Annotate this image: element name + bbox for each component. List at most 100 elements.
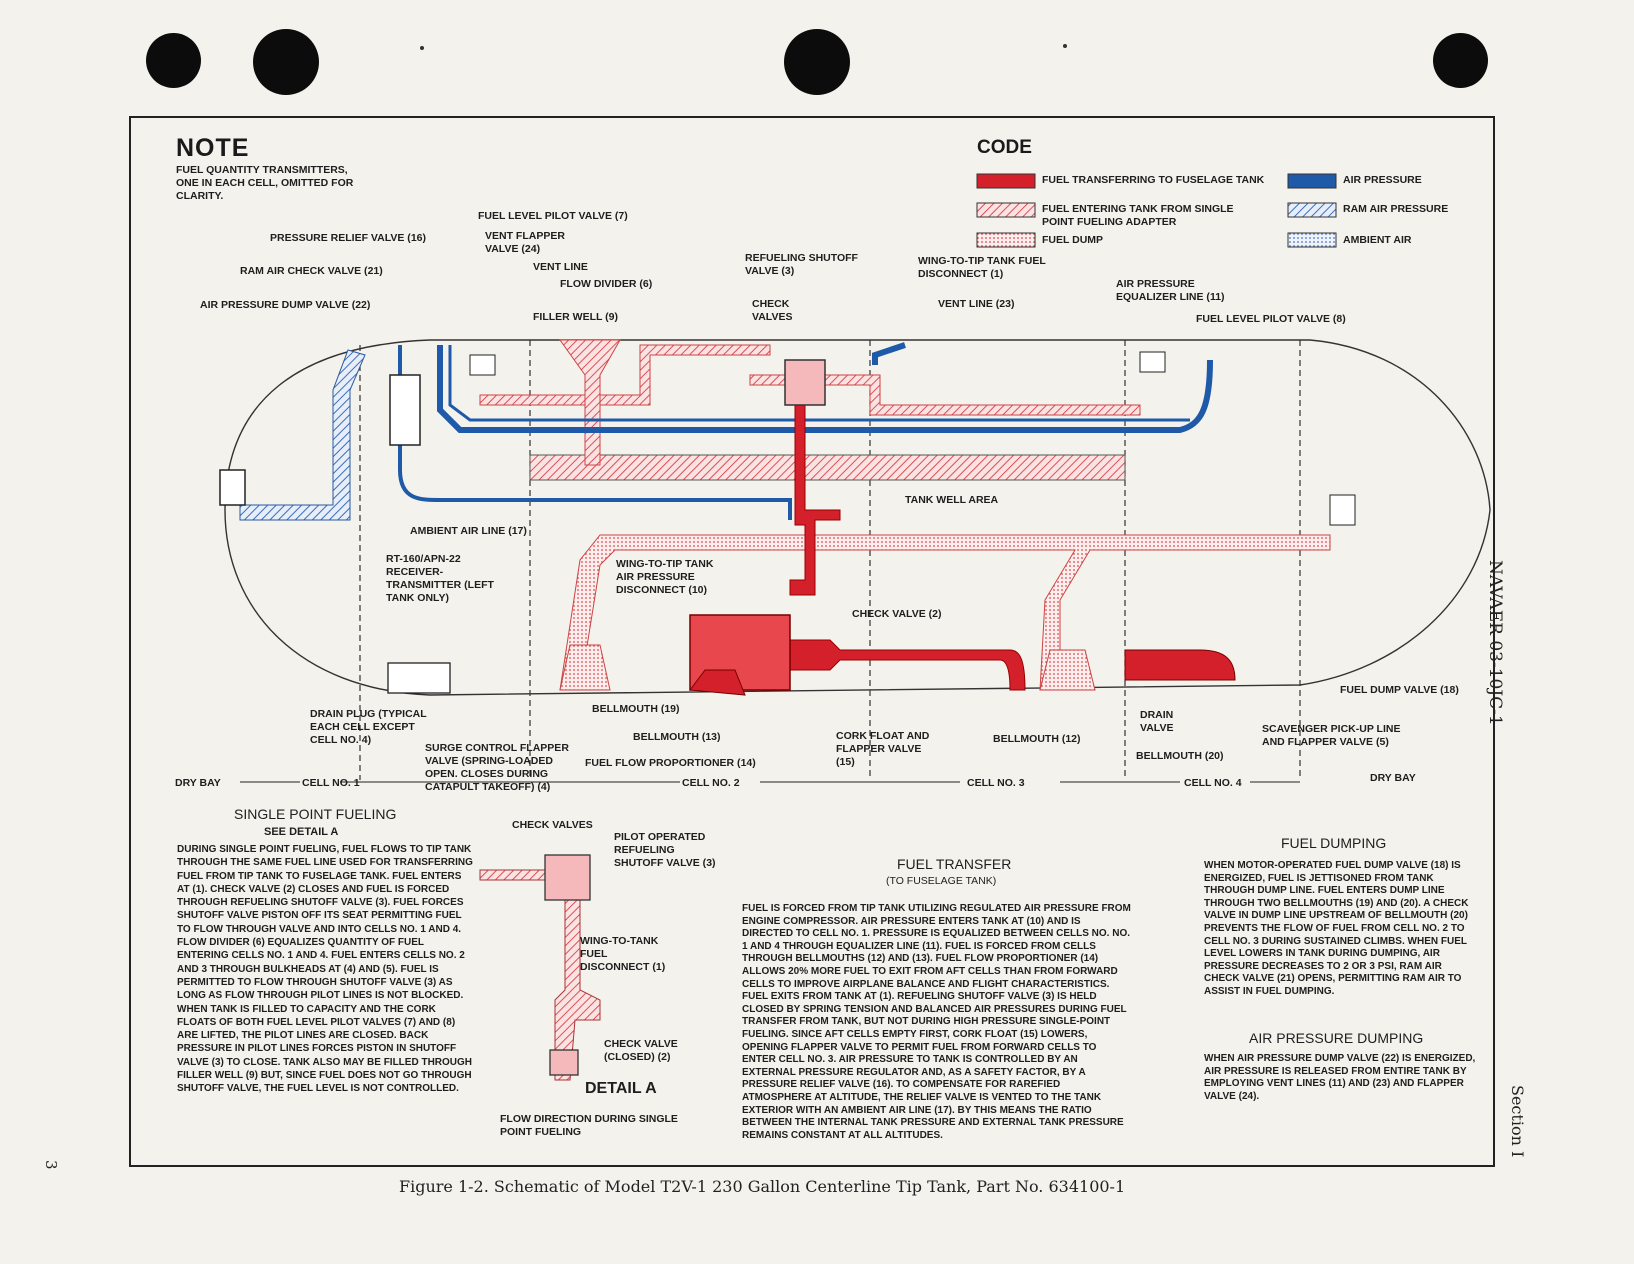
- cell-label-4: CELL NO. 4: [1184, 777, 1242, 789]
- callout-vent-line: VENT LINE: [533, 261, 588, 273]
- cell-label-3: CELL NO. 3: [967, 777, 1025, 789]
- legend-label-fuel-transfer: FUEL TRANSFERRING TO FUSELAGE TANK: [1042, 174, 1265, 186]
- cell-label-2: CELL NO. 2: [682, 777, 740, 789]
- detail-a-title: DETAIL A: [585, 1080, 657, 1097]
- callout-check-valves: CHECK VALVES: [752, 298, 793, 323]
- note-text: FUEL QUANTITY TRANSMITTERS, ONE IN EACH …: [176, 164, 354, 202]
- callout-bellmouth-13: BELLMOUTH (13): [633, 731, 721, 743]
- cell-label-1: CELL NO. 1: [302, 777, 360, 789]
- bellmouth-13: [689, 669, 746, 696]
- fuel-dump-valve: [1329, 494, 1356, 526]
- callout-fuel-flow-proportioner: FUEL FLOW PROPORTIONER (14): [585, 757, 756, 769]
- detail-a-check-valve: [549, 1049, 579, 1076]
- fuel-dumping-body: WHEN MOTOR-OPERATED FUEL DUMP VALVE (18)…: [1204, 860, 1469, 997]
- filler-well: [559, 339, 621, 466]
- vent-line: [872, 342, 906, 365]
- callout-drain-valve: DRAIN VALVE: [1140, 709, 1174, 734]
- single-point-subtitle: SEE DETAIL A: [264, 826, 339, 838]
- single-point-title: SINGLE POINT FUELING: [234, 806, 397, 822]
- detail-a-flow: FLOW DIRECTION DURING SINGLE POINT FUELI…: [500, 1113, 678, 1138]
- callout-ram-air-check-valve: RAM AIR CHECK VALVE (21): [240, 265, 383, 277]
- dump-bellmouth-left: [559, 644, 611, 691]
- legend-label-fuel-entering: FUEL ENTERING TANK FROM SINGLE POINT FUE…: [1042, 203, 1234, 228]
- fuel-dump-line: [559, 534, 1331, 691]
- legend-label-ram-air: RAM AIR PRESSURE: [1343, 203, 1449, 215]
- callout-bellmouth-20: BELLMOUTH (20): [1136, 750, 1224, 762]
- refuel-line: [479, 344, 771, 406]
- callout-receiver-transmitter: RT-160/APN-22 RECEIVER-TRANSMITTER (LEFT…: [386, 553, 494, 604]
- fuel-transfer-line: [789, 379, 841, 596]
- binder-hole-4: [1433, 33, 1488, 88]
- legend-swatch-ram-air: [1287, 202, 1337, 218]
- binder-hole-3: [784, 29, 850, 95]
- legend-label-fuel-dump: FUEL DUMP: [1042, 234, 1104, 246]
- section-label: Section I: [1508, 1085, 1527, 1158]
- callout-tank-well-area: TANK WELL AREA: [905, 494, 999, 506]
- fuel-level-pilot-valve-8: [1139, 351, 1166, 373]
- callout-wing-to-tip-fuel-disconnect: WING-TO-TIP TANK FUEL DISCONNECT (1): [918, 255, 1046, 280]
- callout-bellmouth-19: BELLMOUTH (19): [592, 703, 680, 715]
- callout-ambient-air-line: AMBIENT AIR LINE (17): [410, 525, 527, 537]
- callout-air-pressure-disconnect: WING-TO-TIP TANK AIR PRESSURE DISCONNECT…: [616, 558, 714, 596]
- tank-well-area: [529, 454, 1126, 481]
- punch-mark: [1063, 44, 1067, 48]
- fuel-transfer-subtitle: (TO FUSELAGE TANK): [886, 875, 997, 887]
- detail-a-disconnect: WING-TO-TANK FUEL DISCONNECT (1): [580, 935, 666, 973]
- legend-label-ambient-air: AMBIENT AIR: [1343, 234, 1412, 246]
- document-number: NAVAER 03-10JC-1: [1485, 560, 1505, 726]
- callout-filler-well: FILLER WELL (9): [533, 311, 618, 323]
- figure-caption: Figure 1-2. Schematic of Model T2V-1 230…: [399, 1177, 1126, 1196]
- cell-label-dry-bay-right: DRY BAY: [1370, 772, 1416, 784]
- fuel-transfer-line-lower: [779, 639, 1026, 691]
- callout-fuel-level-pilot-valve-7: FUEL LEVEL PILOT VALVE (7): [478, 210, 628, 222]
- detail-a-pilot-valve: PILOT OPERATED REFUELING SHUTOFF VALVE (…: [614, 831, 716, 869]
- scavenger-pickup: [1124, 649, 1236, 681]
- note-title: NOTE: [176, 134, 250, 162]
- callout-air-pressure-dump-valve: AIR PRESSURE DUMP VALVE (22): [200, 299, 371, 311]
- legend-swatch-fuel-entering: [976, 202, 1036, 218]
- callout-vent-flapper-valve: VENT FLAPPER VALVE (24): [485, 230, 565, 255]
- detail-a-shutoff-valve: [544, 854, 591, 901]
- ram-air-line: [239, 349, 366, 521]
- callout-vent-line-23: VENT LINE (23): [938, 298, 1015, 310]
- air-pressure-line-2: [448, 345, 1190, 422]
- detail-a-check-valves: CHECK VALVES: [512, 819, 593, 831]
- receiver-transmitter: [387, 662, 451, 694]
- dump-bellmouth-right: [1039, 649, 1096, 691]
- callout-scavenger-pickup: SCAVENGER PICK-UP LINE AND FLAPPER VALVE…: [1262, 723, 1401, 748]
- callout-air-pressure-equalizer-line: AIR PRESSURE EQUALIZER LINE (11): [1116, 278, 1225, 303]
- callout-check-valve-2: CHECK VALVE (2): [852, 608, 942, 620]
- legend-swatch-fuel-transfer: [976, 173, 1036, 189]
- page-number: 3: [42, 1160, 60, 1170]
- pressure-relief-valve: [389, 374, 421, 446]
- detail-a-check-valve: CHECK VALVE (CLOSED) (2): [604, 1038, 678, 1063]
- single-point-body: DURING SINGLE POINT FUELING, FUEL FLOWS …: [177, 844, 473, 1095]
- binder-hole-2: [253, 29, 319, 95]
- callout-fuel-level-pilot-valve-8: FUEL LEVEL PILOT VALVE (8): [1196, 313, 1346, 325]
- callout-surge-control-flapper-valve: SURGE CONTROL FLAPPER VALVE (SPRING-LOAD…: [425, 742, 569, 793]
- cell-label-dry-bay-left: DRY BAY: [175, 777, 221, 789]
- callout-fuel-dump-valve: FUEL DUMP VALVE (18): [1340, 684, 1459, 696]
- code-title: CODE: [977, 137, 1032, 158]
- fuel-level-pilot-valve-7: [469, 354, 496, 376]
- callout-flow-divider: FLOW DIVIDER (6): [560, 278, 653, 290]
- air-dumping-body: WHEN AIR PRESSURE DUMP VALVE (22) IS ENE…: [1204, 1053, 1476, 1102]
- legend-swatch-ambient-air: [1287, 232, 1337, 248]
- fuel-transfer-body: FUEL IS FORCED FROM TIP TANK UTILIZING R…: [742, 903, 1131, 1141]
- legend-swatch-fuel-dump: [976, 232, 1036, 248]
- legend-label-air-pressure: AIR PRESSURE: [1343, 174, 1422, 186]
- callout-pressure-relief-valve: PRESSURE RELIEF VALVE (16): [270, 232, 426, 244]
- callout-bellmouth-12: BELLMOUTH (12): [993, 733, 1081, 745]
- air-pressure-dump-valve: [219, 469, 246, 506]
- fuel-dumping-title: FUEL DUMPING: [1281, 835, 1387, 851]
- callout-drain-plug: DRAIN PLUG (TYPICAL EACH CELL EXCEPT CEL…: [310, 708, 427, 746]
- figure-frame: [129, 116, 1495, 1167]
- binder-hole-1: [146, 33, 201, 88]
- fuel-transfer-title: FUEL TRANSFER: [897, 856, 1012, 872]
- callout-refueling-shutoff-valve: REFUELING SHUTOFF VALVE (3): [745, 252, 858, 277]
- callout-cork-float: CORK FLOAT AND FLAPPER VALVE (15): [836, 730, 930, 768]
- punch-mark: [420, 46, 424, 50]
- refueling-shutoff-valve: [784, 359, 826, 406]
- air-pressure-equalizer-line: [437, 345, 1213, 433]
